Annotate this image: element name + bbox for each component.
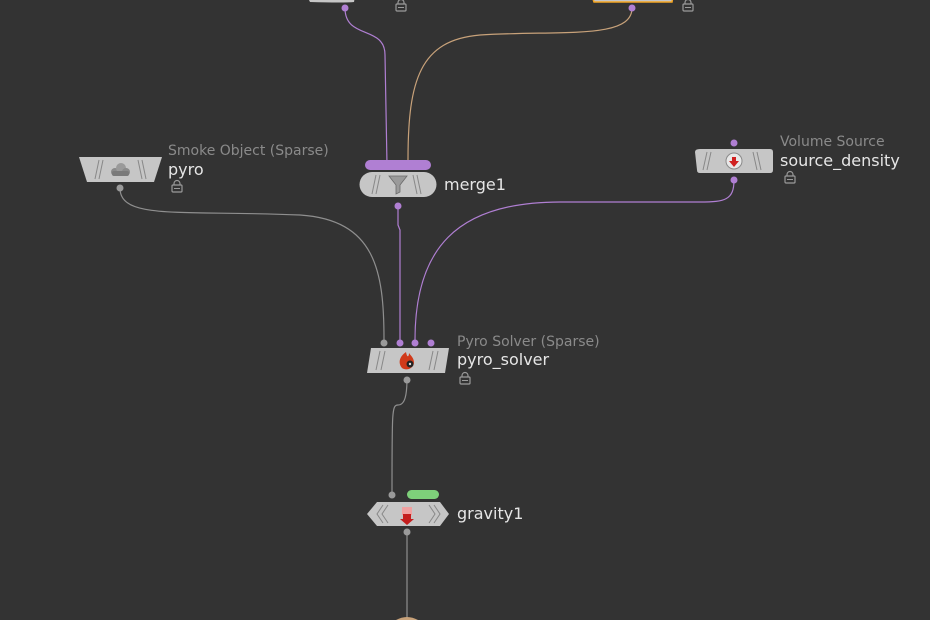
output-connector[interactable]: [628, 4, 636, 12]
smoke-cloud-icon: [111, 163, 130, 176]
output-connector[interactable]: [403, 376, 411, 384]
node-name-label: gravity1: [457, 504, 524, 523]
node-pyro[interactable]: [79, 157, 162, 182]
input-connector[interactable]: [730, 139, 738, 147]
pyro-fire-icon: [399, 352, 414, 370]
node-name-label: source_density: [780, 151, 900, 170]
node-name-label: merge1: [444, 175, 506, 194]
merge-funnel-icon: [388, 175, 408, 195]
input-connector-1[interactable]: [380, 339, 388, 347]
lock-icon: [459, 371, 471, 385]
input-connector-3[interactable]: [411, 339, 419, 347]
input-connector-2[interactable]: [396, 339, 404, 347]
lock-icon: [395, 0, 407, 12]
node-name-label: pyro: [168, 160, 204, 179]
wire-source-to-solver[interactable]: [414, 179, 735, 341]
lock-icon: [171, 179, 183, 193]
wire-top-right-to-merge[interactable]: [407, 7, 633, 161]
node-source-density[interactable]: [695, 149, 773, 173]
node-type-label: Smoke Object (Sparse): [168, 143, 329, 159]
display-flag-green[interactable]: [407, 490, 439, 499]
volume-source-icon: [725, 152, 743, 170]
output-connector[interactable]: [394, 202, 402, 210]
output-connector[interactable]: [403, 528, 411, 536]
node-pyro-solver[interactable]: [367, 348, 449, 373]
output-connector[interactable]: [116, 184, 124, 192]
node-name-label: pyro_solver: [457, 350, 550, 369]
input-connector[interactable]: [388, 491, 396, 499]
node-type-label: Volume Source: [780, 134, 885, 150]
node-partial-top-left[interactable]: [307, 0, 355, 3]
node-partial-top-right[interactable]: [592, 0, 674, 3]
wire-pyro-to-solver[interactable]: [119, 187, 385, 341]
node-partial-bottom[interactable]: [396, 617, 418, 620]
bypass-flag-purple[interactable]: [365, 160, 431, 170]
lock-icon: [682, 0, 694, 12]
wire-solver-to-gravity[interactable]: [391, 377, 408, 493]
gravity-force-icon: [400, 507, 414, 525]
output-connector[interactable]: [341, 4, 349, 12]
output-connector[interactable]: [730, 176, 738, 184]
node-type-label: Pyro Solver (Sparse): [457, 334, 600, 350]
lock-icon: [784, 170, 796, 184]
node-gravity1[interactable]: [367, 502, 449, 526]
wire-top-left-to-merge[interactable]: [344, 7, 388, 166]
wire-merge-to-solver[interactable]: [397, 206, 401, 340]
input-connector-4[interactable]: [427, 339, 435, 347]
node-merge1[interactable]: [359, 171, 437, 197]
